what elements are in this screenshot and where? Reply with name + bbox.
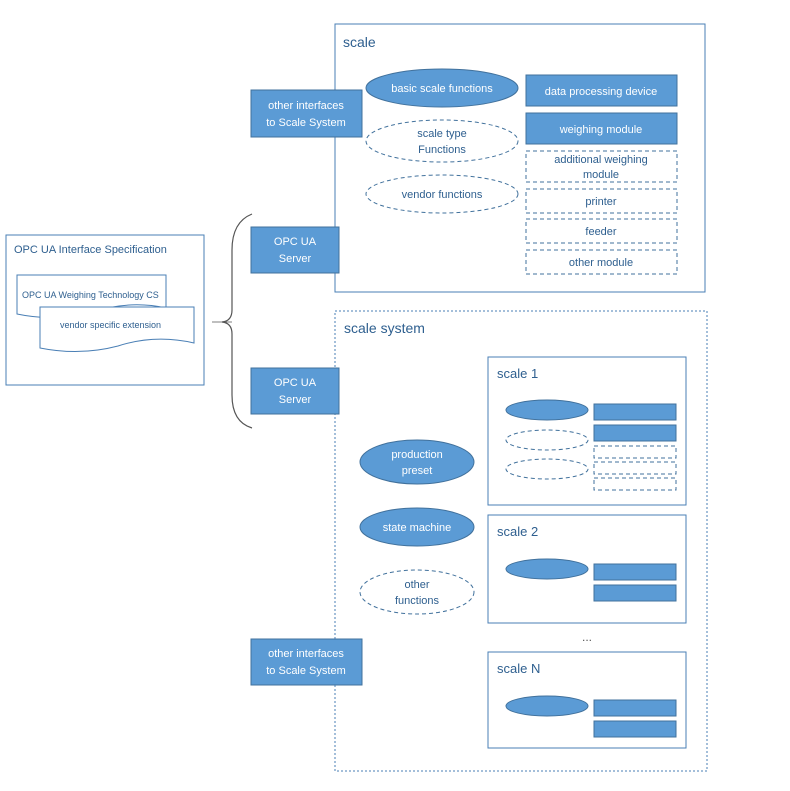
- scale-panel: scale other interfaces to Scale System O…: [250, 23, 706, 293]
- spec-doc-vendor-label: vendor specific extension: [60, 320, 161, 330]
- system-interfaces-box: [250, 638, 363, 686]
- other-functions-ellipse: [359, 569, 475, 615]
- other-functions-line1: other: [404, 579, 429, 591]
- system-server-line1: OPC UA: [274, 377, 317, 389]
- state-machine-ellipse: [359, 507, 475, 547]
- additional-weighing-module-box: [525, 150, 678, 183]
- system-interfaces-line1: other interfaces: [268, 648, 344, 660]
- scale-1-module-5: [593, 477, 677, 491]
- scale-type-functions-ellipse: [365, 119, 519, 163]
- scale-2-module-2: [593, 584, 677, 602]
- scale-1-module-3: [593, 445, 677, 459]
- scale-1-title: scale 1: [497, 366, 538, 381]
- server-brace: [221, 213, 253, 429]
- scale-type-line1: scale type: [417, 128, 467, 140]
- data-processing-device-box: [525, 74, 678, 107]
- scale-interfaces-line1: other interfaces: [268, 100, 344, 112]
- other-module-box: [525, 249, 678, 275]
- scale-2-ellipse-basic: [505, 558, 589, 580]
- scale-panel-title: scale: [343, 34, 376, 50]
- data-processing-device-label: data processing device: [545, 86, 658, 98]
- additional-weighing-line1: additional weighing: [554, 154, 648, 166]
- feeder-box: [525, 218, 678, 244]
- scale-opcua-server-box: [250, 226, 340, 274]
- spec-doc-vendor: [39, 306, 195, 353]
- scale-server-line1: OPC UA: [274, 236, 317, 248]
- weighing-module-label: weighing module: [559, 124, 643, 136]
- production-preset-line2: preset: [402, 465, 433, 477]
- system-server-line2: Server: [279, 394, 312, 406]
- scale-1-module-1: [593, 403, 677, 421]
- scale-2-box: scale 2: [487, 514, 687, 624]
- scale-1-box: scale 1: [487, 356, 687, 506]
- scale-1-ellipse-basic: [505, 399, 589, 421]
- other-functions-line2: functions: [395, 595, 440, 607]
- vendor-functions-ellipse: [365, 174, 519, 214]
- scale-interfaces-line2: to Scale System: [266, 117, 345, 129]
- spec-doc-core-label: OPC UA Weighing Technology CS: [22, 290, 159, 300]
- production-preset-ellipse: [359, 439, 475, 485]
- spec-title: OPC UA Interface Specification: [14, 244, 167, 256]
- scale-1-ellipse-vendor: [505, 458, 589, 480]
- production-preset-line1: production: [391, 449, 442, 461]
- scale-n-title: scale N: [497, 661, 540, 676]
- weighing-module-box: [525, 112, 678, 145]
- additional-weighing-line2: module: [583, 169, 619, 181]
- other-module-label: other module: [569, 257, 633, 269]
- scale-2-module-1: [593, 563, 677, 581]
- scales-ellipsis: ...: [582, 630, 592, 644]
- scale-system-title: scale system: [344, 320, 425, 336]
- printer-box: [525, 188, 678, 214]
- scale-type-line2: Functions: [418, 144, 466, 156]
- scale-n-box: scale N: [487, 651, 687, 749]
- scale-1-ellipse-type: [505, 429, 589, 451]
- scale-1-module-4: [593, 461, 677, 475]
- state-machine-label: state machine: [383, 522, 451, 534]
- scale-n-module-2: [593, 720, 677, 738]
- basic-scale-functions-label: basic scale functions: [391, 83, 493, 95]
- scale-1-module-2: [593, 424, 677, 442]
- scale-n-module-1: [593, 699, 677, 717]
- printer-label: printer: [585, 196, 617, 208]
- basic-scale-functions-ellipse: [365, 68, 519, 108]
- spec-panel: OPC UA Interface Specification OPC UA We…: [5, 234, 205, 386]
- scale-server-line2: Server: [279, 253, 312, 265]
- system-opcua-server-box: [250, 367, 340, 415]
- system-interfaces-line2: to Scale System: [266, 665, 345, 677]
- scale-system-panel: scale system OPC UA Server other interfa…: [250, 310, 708, 772]
- scale-interfaces-box: [250, 89, 363, 138]
- vendor-functions-label: vendor functions: [402, 189, 483, 201]
- feeder-label: feeder: [585, 226, 617, 238]
- scale-2-title: scale 2: [497, 524, 538, 539]
- scale-n-ellipse-basic: [505, 695, 589, 717]
